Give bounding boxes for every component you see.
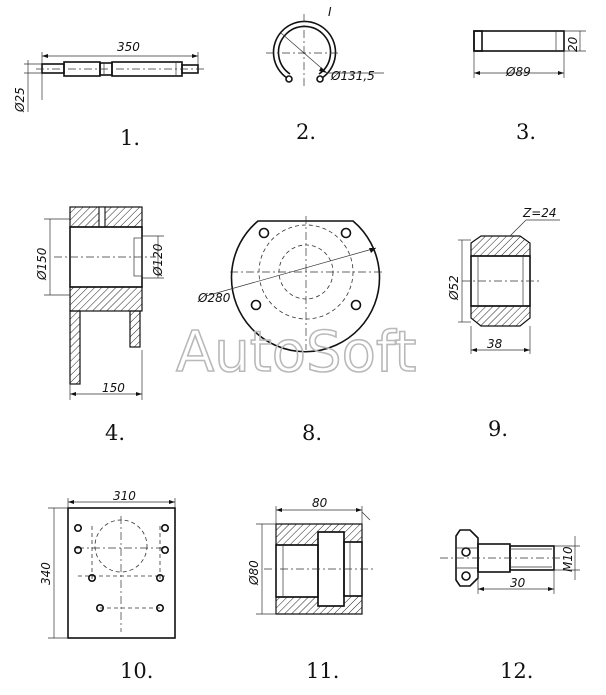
part-12-bolt: M10 30 12. (440, 529, 580, 683)
part-11-length-dim: 80 (312, 496, 328, 510)
part-4-hub-section: Ø150 Ø120 150 4. (35, 206, 165, 445)
part-3-thickness-dim: 20 (566, 36, 580, 52)
part-9-gear-bushing: Z=24 Ø52 38 9. (447, 206, 560, 441)
part-10-width-dim: 310 (113, 489, 136, 503)
part-10-height-dim: 340 (39, 562, 53, 585)
part-10-plate: 310 340 10. (39, 489, 176, 683)
part-8-flange-disc: Ø280 8. (197, 216, 384, 445)
part-11-stepped-bushing: 80 Ø80 11. (247, 496, 374, 683)
part-1-shaft: 350 Ø25 1. (13, 40, 204, 150)
part-12-length-dim: 30 (510, 576, 526, 590)
part-4-length-dim: 150 (102, 381, 125, 395)
part-8-number: 8. (302, 421, 322, 445)
part-12-thread-dim: M10 (561, 546, 575, 572)
part-12-number: 12. (500, 659, 533, 683)
part-1-length-dim: 350 (117, 40, 140, 54)
part-4-outer-diameter-dim: Ø150 (35, 247, 49, 281)
part-10-number: 10. (120, 659, 153, 683)
part-1-diameter-dim: Ø25 (13, 87, 27, 113)
part-2-retaining-ring: Ø131,5 I 2. (266, 5, 384, 144)
part-3-washer: Ø89 20 3. (473, 30, 586, 144)
part-4-inner-diameter-dim: Ø120 (151, 243, 165, 277)
part-9-teeth-count: Z=24 (522, 206, 557, 220)
part-1-number: 1. (120, 126, 140, 150)
part-9-diameter-dim: Ø52 (447, 275, 461, 301)
watermark: AutoSoft (176, 320, 417, 385)
part-11-diameter-dim: Ø80 (247, 560, 261, 586)
part-2-section-mark: I (328, 5, 332, 19)
part-9-length-dim: 38 (487, 337, 503, 351)
part-11-number: 11. (306, 659, 339, 683)
part-8-diameter-dim: Ø280 (197, 291, 231, 305)
part-3-diameter-dim: Ø89 (505, 65, 531, 79)
part-9-number: 9. (488, 417, 508, 441)
part-4-number: 4. (105, 421, 125, 445)
part-3-number: 3. (516, 120, 536, 144)
part-2-diameter-dim: Ø131,5 (330, 69, 375, 83)
part-2-number: 2. (296, 120, 316, 144)
